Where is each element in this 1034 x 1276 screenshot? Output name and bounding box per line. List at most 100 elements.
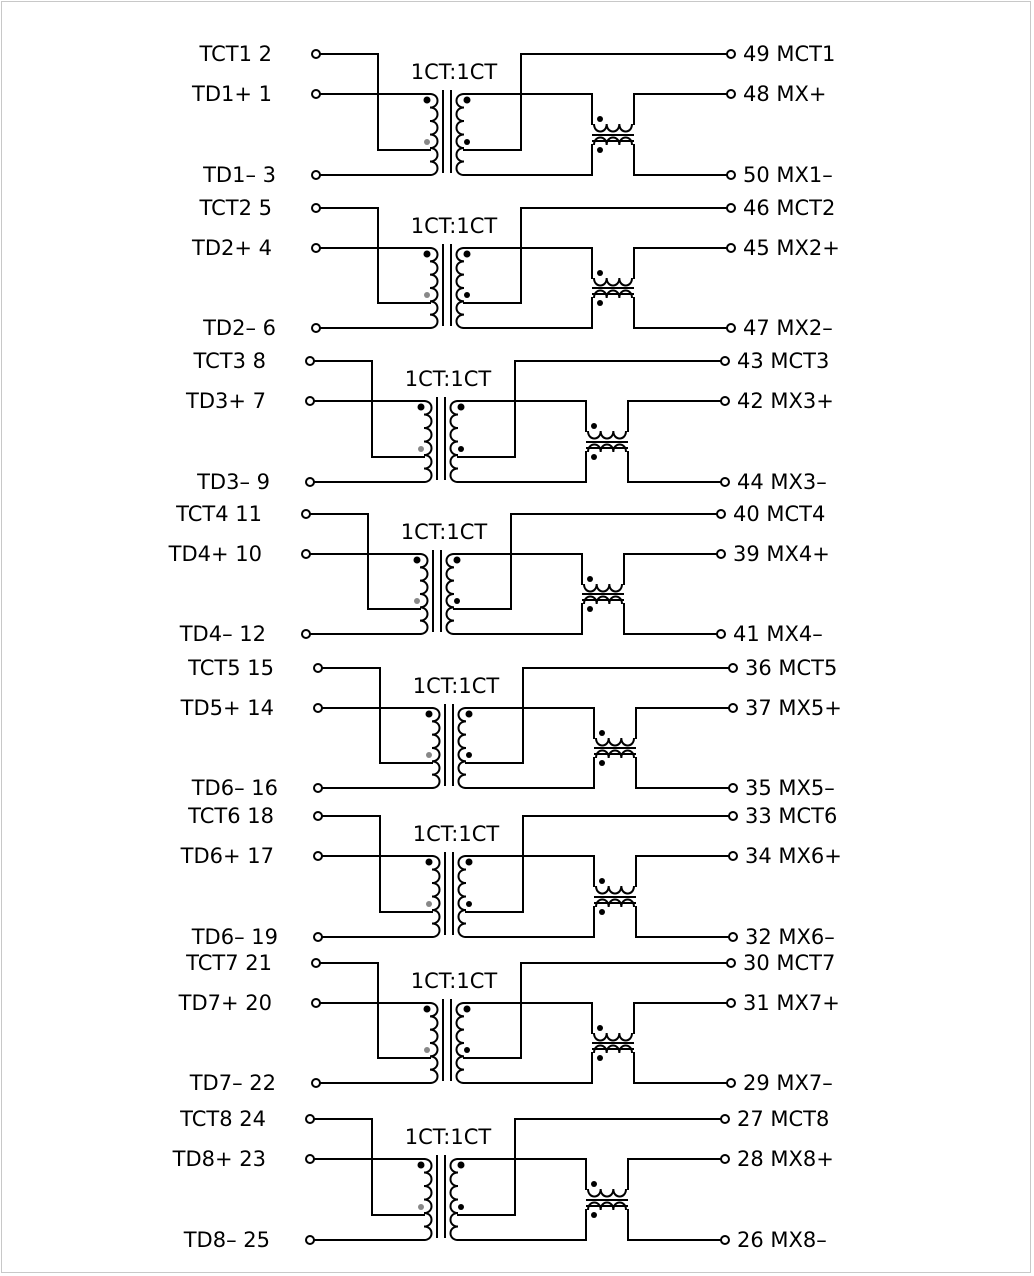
choke-negative-output-wire bbox=[635, 906, 734, 938]
choke-upper-winding bbox=[595, 885, 635, 895]
polarity-dot bbox=[457, 403, 465, 411]
secondary-winding bbox=[455, 93, 465, 176]
secondary-center-tap-wire bbox=[463, 207, 732, 304]
choke-negative-output-wire bbox=[623, 603, 722, 635]
secondary-negative-wire bbox=[463, 1052, 593, 1084]
secondary-negative-wire bbox=[463, 144, 593, 176]
secondary-center-tap-wire bbox=[463, 962, 732, 1059]
secondary-negative-wire bbox=[453, 603, 583, 635]
polarity-dot bbox=[597, 1025, 603, 1031]
pin-terminal bbox=[305, 477, 315, 487]
choke-lower-winding bbox=[593, 1044, 633, 1054]
right-negative-pin-label: 29 MX7– bbox=[743, 1071, 833, 1095]
polarity-dot bbox=[464, 292, 470, 298]
pin-terminal bbox=[313, 663, 323, 673]
secondary-winding bbox=[457, 707, 467, 789]
choke-negative-output-wire bbox=[633, 1052, 732, 1084]
pin-terminal bbox=[311, 243, 321, 253]
choke-positive-output-wire bbox=[635, 707, 734, 739]
pin-terminal bbox=[313, 932, 323, 942]
pin-terminal bbox=[726, 89, 736, 99]
primary-winding bbox=[423, 400, 433, 483]
left-center-tap-pin-label: TCT5 15 bbox=[187, 656, 274, 680]
right-positive-pin-label: 48 MX+ bbox=[743, 82, 827, 106]
pin-terminal bbox=[726, 49, 736, 59]
pin-terminal bbox=[720, 1114, 730, 1124]
polarity-dot bbox=[591, 423, 597, 429]
primary-winding bbox=[431, 855, 441, 938]
choke-positive-output-wire bbox=[633, 1002, 732, 1034]
left-negative-pin-label: TD6– 19 bbox=[191, 925, 278, 949]
polarity-dot bbox=[587, 576, 593, 582]
pin-terminal bbox=[728, 783, 738, 793]
choke-negative-output-wire bbox=[635, 757, 734, 789]
secondary-negative-wire bbox=[465, 757, 595, 789]
pin-terminal bbox=[716, 629, 726, 639]
secondary-winding bbox=[449, 400, 459, 483]
pin-terminal bbox=[305, 1154, 315, 1164]
choke-upper-winding bbox=[593, 277, 633, 287]
pin-terminal bbox=[720, 1154, 730, 1164]
polarity-dot bbox=[453, 556, 461, 564]
polarity-dot bbox=[599, 909, 605, 915]
right-center-tap-pin-label: 30 MCT7 bbox=[743, 951, 835, 975]
pin-terminal bbox=[720, 1235, 730, 1245]
turns-ratio-label: 1CT:1CT bbox=[411, 214, 498, 238]
secondary-center-tap-wire bbox=[465, 667, 734, 764]
polarity-dot bbox=[599, 878, 605, 884]
right-positive-pin-label: 31 MX7+ bbox=[743, 991, 840, 1015]
secondary-positive-wire bbox=[465, 855, 595, 887]
pin-terminal bbox=[311, 958, 321, 968]
pin-terminal bbox=[305, 356, 315, 366]
primary-winding bbox=[423, 1158, 433, 1241]
polarity-dot bbox=[587, 606, 593, 612]
left-center-tap-pin-label: TCT4 11 bbox=[175, 502, 262, 526]
center-tap-marker bbox=[414, 598, 420, 604]
primary-winding bbox=[431, 707, 441, 789]
right-positive-pin-label: 37 MX5+ bbox=[745, 696, 842, 720]
right-negative-pin-label: 47 MX2– bbox=[743, 316, 833, 340]
polarity-dot bbox=[597, 300, 603, 306]
secondary-winding bbox=[445, 553, 455, 635]
right-negative-pin-label: 26 MX8– bbox=[737, 1228, 827, 1252]
right-center-tap-pin-label: 36 MCT5 bbox=[745, 656, 837, 680]
secondary-winding bbox=[449, 1158, 459, 1241]
polarity-dot bbox=[458, 446, 464, 452]
pin-terminal bbox=[311, 998, 321, 1008]
primary-winding bbox=[419, 553, 429, 635]
right-negative-pin-label: 32 MX6– bbox=[745, 925, 835, 949]
turns-ratio-label: 1CT:1CT bbox=[411, 969, 498, 993]
pin-terminal bbox=[311, 49, 321, 59]
choke-positive-output-wire bbox=[633, 93, 732, 125]
right-negative-pin-label: 35 MX5– bbox=[745, 776, 835, 800]
choke-upper-winding bbox=[583, 583, 623, 593]
primary-center-tap-wire bbox=[309, 360, 425, 458]
polarity-dot bbox=[465, 710, 473, 718]
pin-terminal bbox=[313, 851, 323, 861]
primary-center-tap-wire bbox=[305, 513, 421, 610]
turns-ratio-label: 1CT:1CT bbox=[401, 520, 488, 544]
choke-negative-output-wire bbox=[633, 144, 732, 176]
choke-negative-output-wire bbox=[627, 451, 726, 483]
pin-terminal bbox=[728, 932, 738, 942]
pin-terminal bbox=[313, 703, 323, 713]
choke-upper-winding bbox=[593, 123, 633, 133]
secondary-positive-wire bbox=[463, 93, 593, 125]
secondary-negative-wire bbox=[463, 297, 593, 329]
primary-winding bbox=[429, 93, 439, 176]
secondary-positive-wire bbox=[463, 1002, 593, 1034]
pin-terminal bbox=[728, 811, 738, 821]
polarity-dot bbox=[413, 556, 421, 564]
secondary-positive-wire bbox=[463, 247, 593, 279]
secondary-center-tap-wire bbox=[457, 1118, 726, 1216]
choke-upper-winding bbox=[587, 430, 627, 440]
turns-ratio-label: 1CT:1CT bbox=[405, 1125, 492, 1149]
pin-terminal bbox=[726, 1078, 736, 1088]
right-positive-pin-label: 42 MX3+ bbox=[737, 389, 834, 413]
primary-winding bbox=[429, 247, 439, 329]
pin-terminal bbox=[716, 549, 726, 559]
